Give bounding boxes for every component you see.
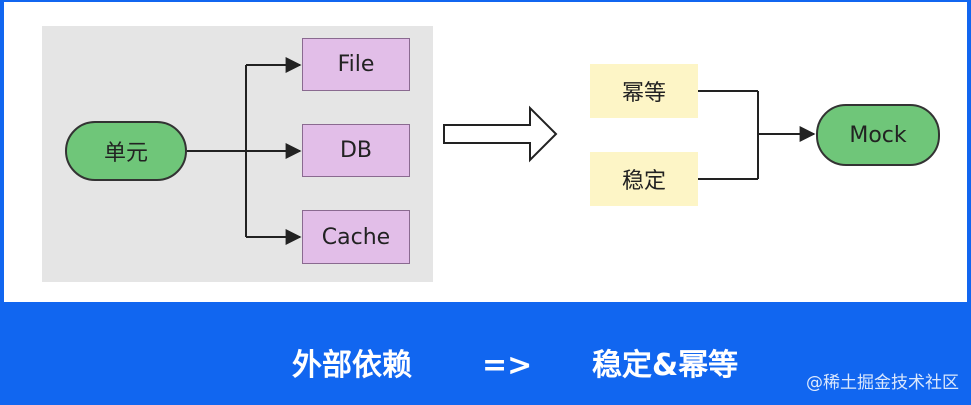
unit-node: 单元 bbox=[65, 121, 187, 181]
frame-left bbox=[0, 0, 4, 302]
watermark-text: @稀土掘金技术社区 bbox=[806, 373, 959, 393]
mock-node: Mock bbox=[816, 104, 940, 166]
banner-arrow-text: => bbox=[482, 348, 533, 383]
banner-right-text: 稳定&幂等 bbox=[592, 348, 739, 383]
idempotent-node: 幂等 bbox=[590, 64, 698, 118]
file-node: File bbox=[302, 38, 410, 91]
transform-arrow bbox=[443, 105, 558, 163]
stable-node: 稳定 bbox=[590, 152, 698, 206]
banner-left-text: 外部依赖 bbox=[292, 348, 412, 383]
frame-right bbox=[967, 0, 971, 302]
frame-top bbox=[0, 0, 971, 2]
caption-banner bbox=[0, 302, 971, 405]
cache-node: Cache bbox=[302, 210, 410, 264]
connector-lines bbox=[187, 57, 816, 245]
db-node: DB bbox=[302, 124, 410, 177]
